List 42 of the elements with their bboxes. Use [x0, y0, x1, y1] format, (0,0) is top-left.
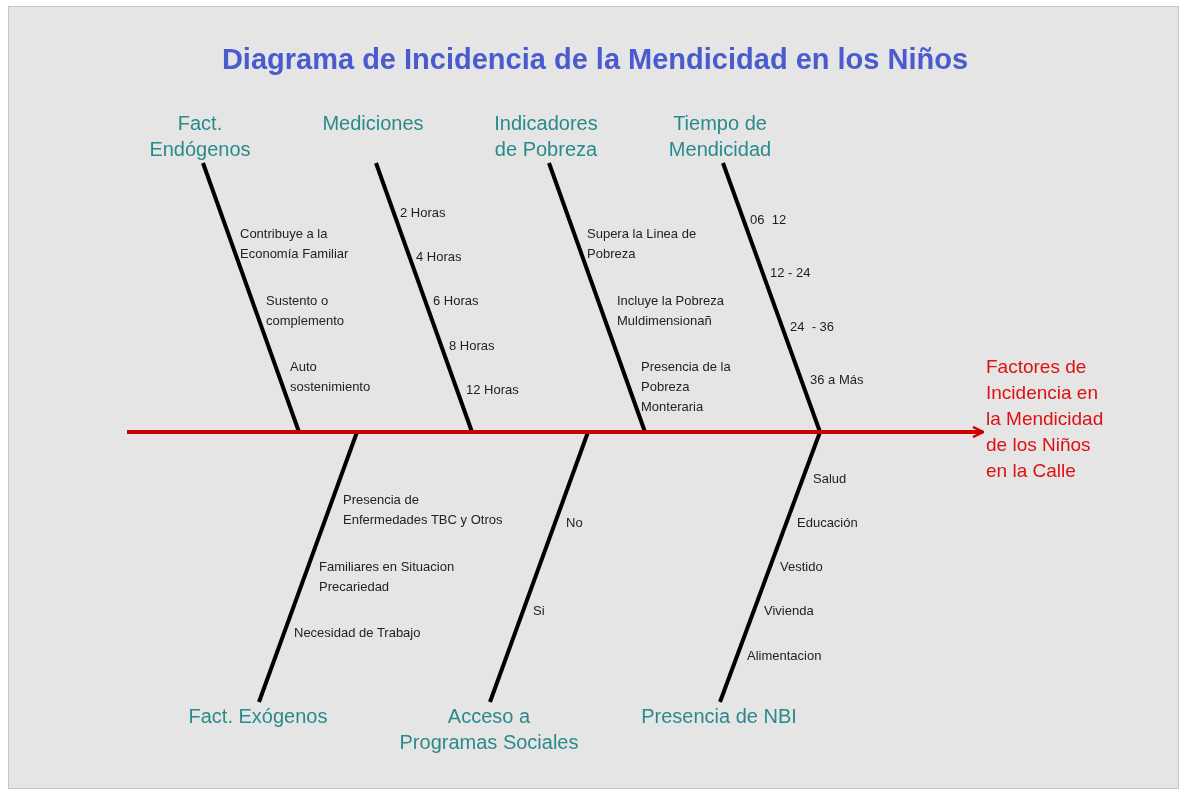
category-label: Indicadores de Pobreza [466, 110, 626, 162]
branch-item-label: Vestido [780, 558, 823, 576]
branch-item-label: Presencia de Enfermedades TBC y Otros [343, 491, 503, 529]
branch-item-label: Contribuye a la Economía Familiar [240, 225, 350, 263]
branch-item-label: No [566, 514, 583, 532]
branch-item-label: 24 - 36 [790, 318, 835, 336]
bone-line [257, 431, 359, 703]
bone-line [547, 162, 647, 433]
branch-item-label: Necesidad de Trabajo [294, 624, 421, 642]
branch-item-label: 8 Horas [449, 337, 495, 355]
spine-arrow [127, 425, 985, 439]
branch-item-label: Alimentacion [747, 647, 822, 665]
branch-item-label: Incluye la Pobreza Muldimensionañ [617, 292, 725, 330]
branch-item-label: 06 12 [750, 211, 787, 229]
branch-item-label: 2 Horas [400, 204, 446, 222]
category-label: Fact. Exógenos [158, 703, 358, 729]
branch-item-label: 36 a Más [810, 371, 864, 389]
bone-line [488, 431, 590, 703]
category-label: Fact. Endógenos [140, 110, 260, 162]
branch-item-label: 6 Horas [433, 292, 479, 310]
branch-item-label: Supera la Linea de Pobreza [587, 225, 698, 263]
bone-line [718, 431, 822, 703]
branch-item-label: 12 Horas [466, 381, 519, 399]
branch-item-label: Auto sostenimiento [290, 358, 372, 396]
branch-item-label: 4 Horas [416, 248, 462, 266]
category-label: Acceso a Programas Sociales [389, 703, 589, 755]
branch-item-label: Educación [797, 514, 858, 532]
branch-item-label: Salud [813, 470, 847, 488]
branch-item-label: 12 - 24 [770, 264, 811, 282]
category-label: Mediciones [298, 110, 448, 162]
bone-line [201, 162, 301, 433]
category-label: Tiempo de Mendicidad [650, 110, 790, 162]
branch-item-label: Vivienda [764, 602, 814, 620]
bone-line [374, 162, 474, 433]
branch-item-label: Familiares en Situacion Precariedad [319, 558, 456, 596]
branch-item-label: Sustento o complemento [266, 292, 346, 330]
branch-item-label: Si [533, 602, 545, 620]
category-label: Presencia de NBI [619, 703, 819, 729]
diagram-title: Diagrama de Incidencia de la Mendicidad en los Niños [220, 42, 970, 77]
bone-line [721, 162, 822, 433]
branch-item-label: Presencia de la Pobreza Monteraria [641, 358, 732, 416]
effect-label: Factores de Incidencia en la Mendicidad de los Niños en la Calle [986, 354, 1126, 510]
